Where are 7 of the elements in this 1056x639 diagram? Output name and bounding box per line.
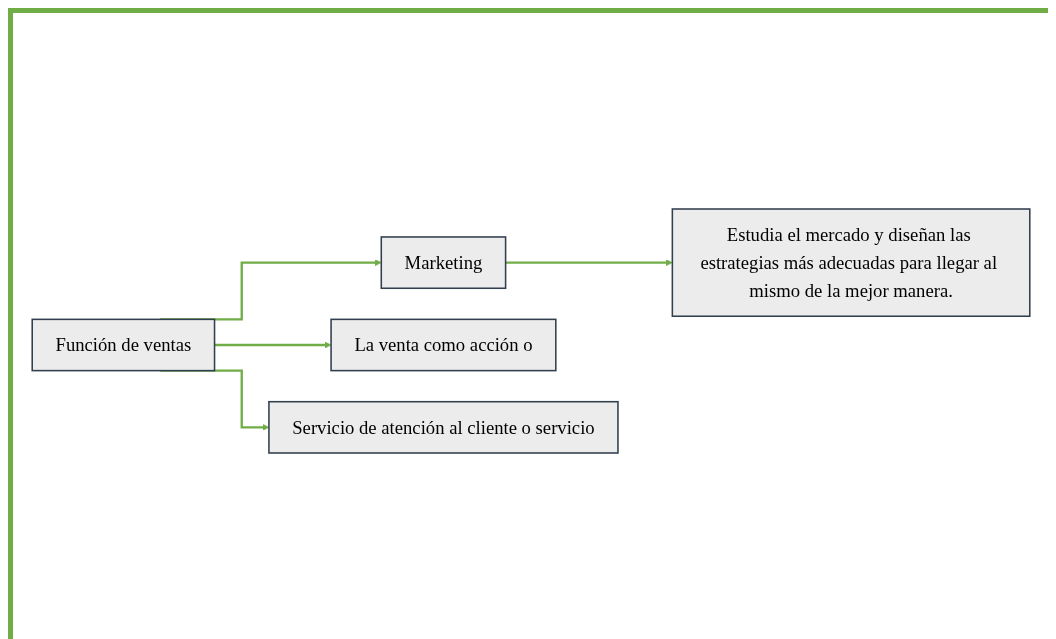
node-box	[30, 318, 215, 371]
node-box	[267, 400, 619, 454]
node-box	[671, 207, 1031, 317]
page-frame: Función de ventas Marketing La venta como acción o Servicio de atención al cliente o servicio Estudia el mercado y diseñan las estrategias más adecuadas para llegar al mismo de la mejor manera.	[8, 8, 1048, 639]
node-box	[380, 235, 506, 289]
arrow	[214, 341, 331, 348]
node-box	[329, 318, 557, 371]
